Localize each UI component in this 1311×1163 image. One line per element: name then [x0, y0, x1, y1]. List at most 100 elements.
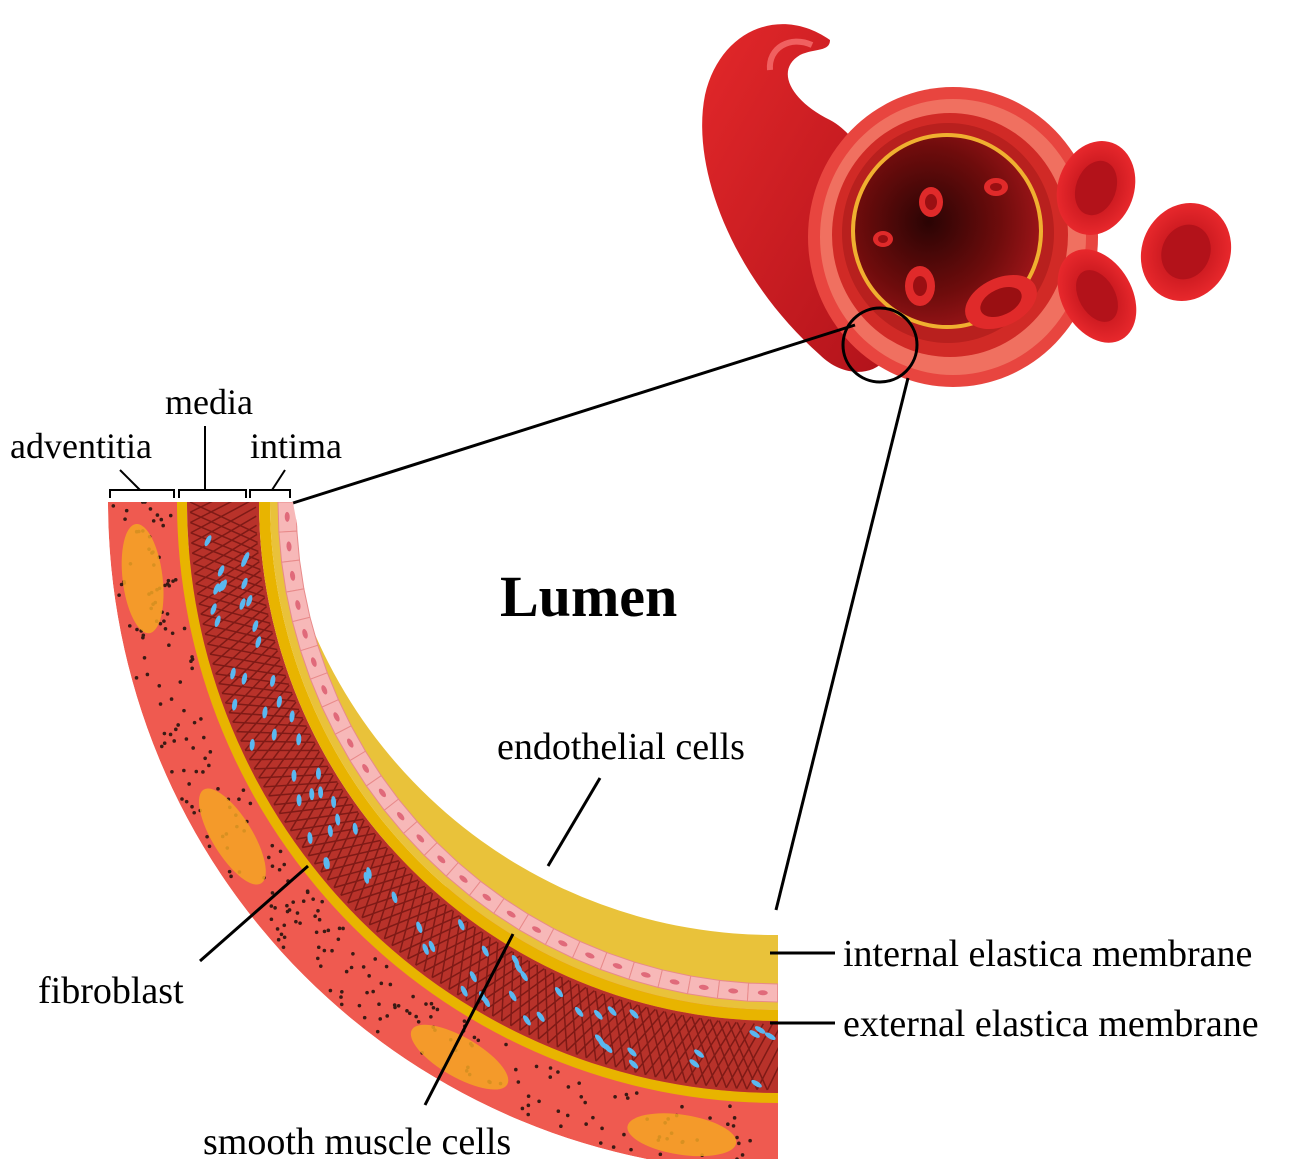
adventitia-dot	[201, 770, 205, 774]
adventitia-dot	[160, 745, 164, 749]
intima-bracket	[250, 490, 290, 498]
adventitia-dot	[167, 643, 171, 647]
adventitia-dot	[174, 728, 178, 732]
adventitia-dot	[191, 657, 195, 661]
adventitia-dot	[629, 1148, 633, 1152]
adventitia-dot	[389, 983, 393, 987]
adventitia-dot	[517, 1080, 521, 1084]
adventitia-dot	[323, 949, 327, 953]
adventitia-dot	[527, 1104, 531, 1108]
adventitia-dot	[167, 584, 171, 588]
adventitia-dot	[278, 868, 282, 872]
adventitia-dot	[708, 1116, 712, 1120]
adventitia-dot	[367, 974, 371, 978]
adventitia-dot	[376, 1030, 380, 1034]
adventitia-dot	[163, 741, 167, 745]
adventitia-dot	[159, 702, 163, 706]
adventitia-dot	[142, 634, 146, 638]
adventitia-dot	[329, 989, 333, 993]
media-label: media	[165, 384, 253, 420]
adventitia-dot	[408, 1012, 412, 1016]
adventitia-dot	[291, 900, 295, 904]
adventitia-dot	[527, 1094, 531, 1098]
adventitia-dot	[271, 864, 275, 868]
intima-label: intima	[250, 428, 342, 464]
adventitia-dot	[294, 920, 298, 924]
adventitia-dot	[166, 612, 170, 616]
adventitia-dot	[143, 500, 147, 504]
adventitia-dot	[429, 1015, 433, 1019]
adventitia-dot	[185, 800, 189, 804]
adventitia-dot	[149, 507, 153, 511]
adventitia-dot	[156, 513, 160, 517]
adventitia-dot	[726, 1122, 730, 1126]
adventitia-dot	[306, 891, 310, 895]
adventitia-dot	[283, 935, 287, 939]
adventitia-dot	[180, 797, 184, 801]
adventitia-dot	[559, 1124, 563, 1128]
adventitia-dot	[216, 787, 220, 791]
adventitia-dot	[612, 1145, 616, 1149]
adventitia-dot	[319, 964, 323, 968]
adventitia-dot	[557, 1109, 561, 1113]
adventitia-dot	[193, 721, 197, 725]
adventitia-dot	[318, 918, 322, 922]
adventitia-dot	[207, 764, 211, 768]
adventitia-dot	[411, 995, 415, 999]
adventitia-dot	[316, 909, 320, 913]
vessel-cross-section	[702, 24, 1247, 387]
adventitia-dot	[123, 517, 127, 521]
adventitia-dot	[157, 684, 161, 688]
adventitia-dot	[567, 1085, 571, 1089]
adventitia-dot	[128, 624, 132, 628]
adventitia-dot	[337, 938, 341, 942]
adventitia-dot	[659, 1153, 663, 1157]
adventitia-dot	[161, 524, 165, 528]
adventitia-dot	[378, 1017, 382, 1021]
adventitia-dot	[424, 1002, 428, 1006]
adventitia-dot	[163, 732, 167, 736]
adventitia-dot	[282, 863, 286, 867]
adventitia-dot	[169, 733, 173, 737]
adventitia-dot	[282, 923, 286, 927]
adventitia-dot	[476, 1038, 480, 1042]
adventitia-dot	[185, 737, 189, 741]
adventitia-dot	[203, 756, 207, 760]
adventitia-dot	[302, 899, 306, 903]
adventitia-dot	[728, 1104, 732, 1108]
adventitia-dot	[163, 584, 167, 588]
adventitia-dot	[270, 904, 274, 908]
adventitia-dot	[625, 1093, 629, 1097]
adventitia-dot	[279, 850, 283, 854]
adventitia-dot	[737, 1142, 741, 1146]
adventitia-dot	[313, 914, 317, 918]
adventitia-dot	[202, 736, 206, 740]
adventitia-dot	[385, 965, 389, 969]
adventitia-dot	[194, 770, 198, 774]
adventitia-dot	[339, 995, 343, 999]
adventitia-dot	[315, 930, 319, 934]
zoom-line-lower	[776, 378, 908, 910]
adventitia-dot	[176, 723, 180, 727]
adventitia-dot	[735, 1136, 739, 1140]
adventitia-dot	[327, 929, 331, 933]
adventitia-dot	[600, 1127, 604, 1131]
adventitia-dot	[120, 583, 124, 587]
adventitia-dot	[317, 945, 321, 949]
adventitia-dot	[430, 1002, 434, 1006]
adventitia-dot	[330, 949, 334, 953]
adventitia-dot	[579, 1095, 583, 1099]
endothelial-callout-line	[548, 778, 600, 866]
adventitia-dot	[583, 1101, 587, 1105]
external-elastica-membrane-label: external elastica membrane	[843, 1005, 1259, 1043]
adventitia-dot	[504, 1043, 508, 1047]
adventitia-dot	[365, 991, 369, 995]
adventitia-dot	[277, 938, 281, 942]
adventitia-dot	[622, 1133, 626, 1137]
adventitia-dot	[192, 811, 196, 815]
adventitia-dot	[135, 676, 139, 680]
adventitia-dot	[358, 1004, 362, 1008]
adventitia-dot	[432, 1006, 436, 1010]
adventitia-dot	[316, 957, 320, 961]
adventitia-dot	[242, 788, 246, 792]
